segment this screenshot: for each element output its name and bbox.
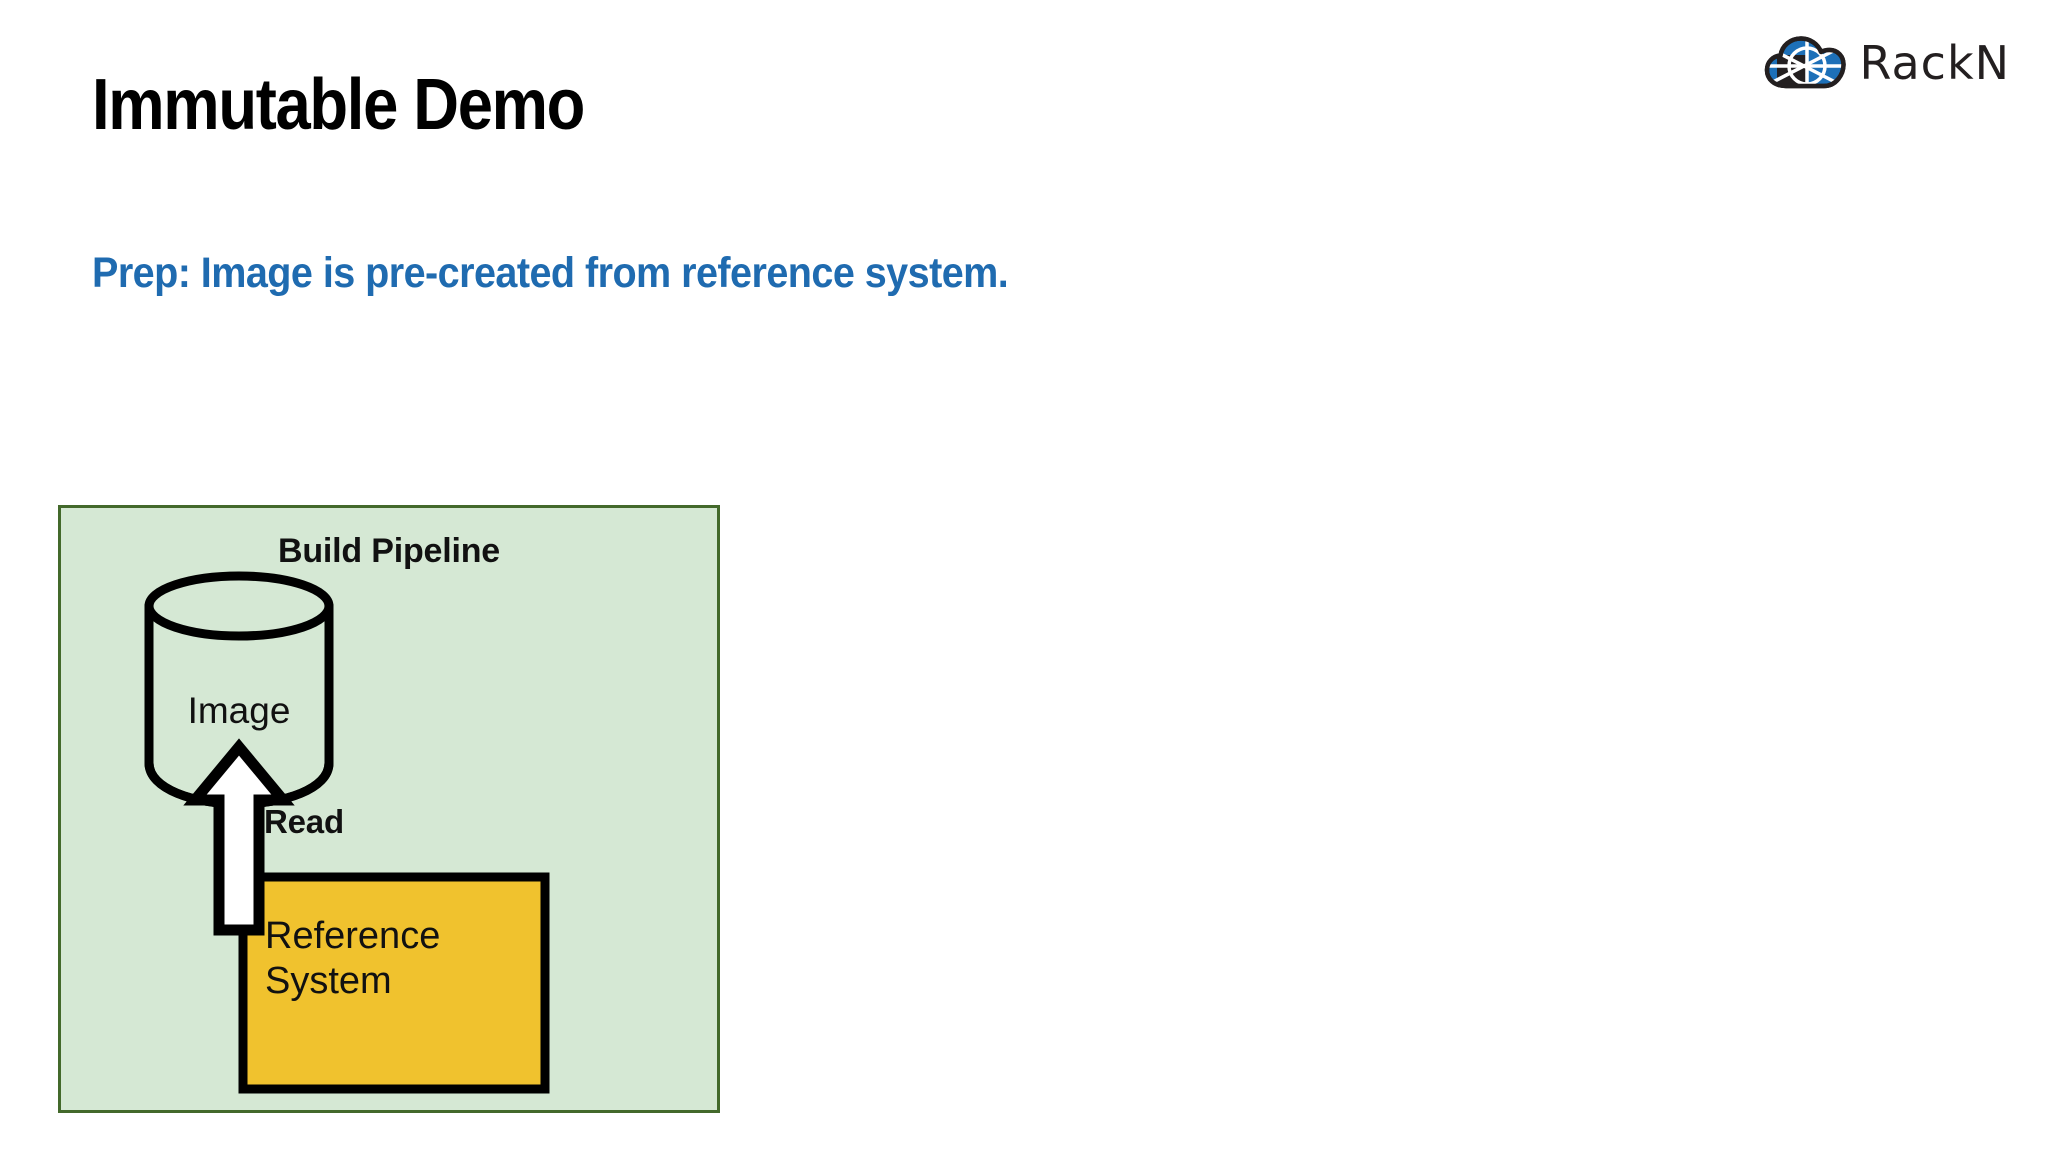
image-node-label: Image [188, 690, 291, 731]
build-pipeline-title: Build Pipeline [277, 532, 500, 570]
pipeline-graphics: Image Reference System [144, 571, 550, 1094]
reference-system-label-line2: System [265, 960, 392, 1002]
page-title: Immutable Demo [92, 65, 585, 145]
reference-system-node [238, 872, 550, 1094]
read-edge-label: Read [264, 803, 344, 840]
reference-system-label-line1: Reference [265, 915, 440, 957]
rackn-cloud-logo-icon [1764, 36, 1846, 89]
slide-subtitle: Prep: Image is pre-created from referenc… [92, 249, 1009, 297]
rackn-logo: RackN [1764, 34, 2010, 92]
read-arrow [183, 738, 295, 936]
build-pipeline-panel: Build Pipeline Read Image [58, 505, 720, 1113]
rackn-logo-text: RackN [1859, 36, 2010, 90]
